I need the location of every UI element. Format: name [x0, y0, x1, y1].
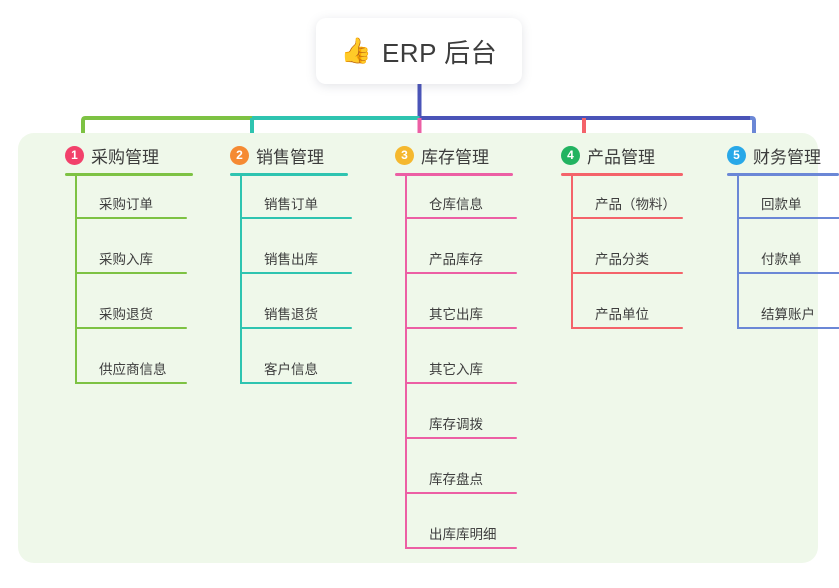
- branch-item[interactable]: 产品库存: [405, 244, 517, 274]
- branch-header-3[interactable]: 3 库存管理: [395, 143, 489, 168]
- branch-item[interactable]: 产品（物料）: [571, 189, 683, 219]
- branch-header-4[interactable]: 4 产品管理: [561, 143, 655, 168]
- branch-item-underline: [240, 272, 352, 274]
- branch-item-underline: [75, 272, 187, 274]
- branch-item-label: 采购退货: [99, 307, 153, 322]
- branch-title: 库存管理: [421, 148, 489, 167]
- branch-item-underline: [405, 492, 517, 494]
- branch-header-5[interactable]: 5 财务管理: [727, 143, 821, 168]
- branch-title: 销售管理: [256, 148, 324, 167]
- branch-item[interactable]: 回款单: [737, 189, 839, 219]
- branch-item[interactable]: 产品单位: [571, 299, 683, 329]
- branch-item[interactable]: 其它入库: [405, 354, 517, 384]
- branch-item-label: 出库库明细: [429, 527, 497, 542]
- branch-item-underline: [405, 272, 517, 274]
- branch-item[interactable]: 其它出库: [405, 299, 517, 329]
- branch-item-label: 仓库信息: [429, 197, 483, 212]
- branch-underline: [230, 173, 348, 176]
- branch-item-underline: [75, 217, 187, 219]
- branch-item-underline: [737, 327, 839, 329]
- branch-number-badge: 1: [65, 146, 84, 165]
- branch-item[interactable]: 采购入库: [75, 244, 187, 274]
- branch-item[interactable]: 供应商信息: [75, 354, 187, 384]
- branch-item-label: 产品（物料）: [595, 197, 676, 212]
- branch-item-underline: [571, 327, 683, 329]
- branch-underline: [561, 173, 683, 176]
- branch-item-underline: [240, 382, 352, 384]
- branch-item-underline: [737, 272, 839, 274]
- branch-item[interactable]: 客户信息: [240, 354, 352, 384]
- branch-item[interactable]: 产品分类: [571, 244, 683, 274]
- branch-item-underline: [240, 217, 352, 219]
- branch-underline: [395, 173, 513, 176]
- branch-item-label: 库存盘点: [429, 472, 483, 487]
- root-node[interactable]: 👍 ERP 后台: [316, 18, 522, 84]
- branch-title: 采购管理: [91, 148, 159, 167]
- branch-item-label: 结算账户: [761, 307, 815, 322]
- branch-panel: [18, 133, 818, 563]
- branch-number-badge: 4: [561, 146, 580, 165]
- branch-header-1[interactable]: 1 采购管理: [65, 143, 159, 168]
- branch-spine: [571, 175, 573, 329]
- branch-number-badge: 3: [395, 146, 414, 165]
- branch-item-underline: [571, 272, 683, 274]
- branch-item[interactable]: 销售订单: [240, 189, 352, 219]
- branch-item[interactable]: 仓库信息: [405, 189, 517, 219]
- thumbs-up-icon: 👍: [340, 36, 372, 65]
- branch-item-underline: [75, 382, 187, 384]
- branch-underline: [727, 173, 839, 176]
- branch-item[interactable]: 结算账户: [737, 299, 839, 329]
- branch-item-underline: [405, 437, 517, 439]
- branch-item-label: 其它入库: [429, 362, 483, 377]
- branch-item[interactable]: 付款单: [737, 244, 839, 274]
- branch-item-label: 销售订单: [264, 197, 318, 212]
- branch-item-underline: [571, 217, 683, 219]
- branch-item-label: 销售出库: [264, 252, 318, 267]
- branch-number-badge: 5: [727, 146, 746, 165]
- branch-item-label: 付款单: [761, 252, 802, 267]
- branch-item-underline: [240, 327, 352, 329]
- branch-item-label: 供应商信息: [99, 362, 167, 377]
- branch-spine: [75, 175, 77, 384]
- branch-item-label: 产品分类: [595, 252, 649, 267]
- branch-spine: [240, 175, 242, 384]
- branch-item-label: 采购入库: [99, 252, 153, 267]
- branch-item-underline: [75, 327, 187, 329]
- branch-title: 产品管理: [587, 148, 655, 167]
- branch-item-underline: [737, 217, 839, 219]
- root-title: ERP 后台: [381, 37, 498, 68]
- branch-item-label: 销售退货: [264, 307, 318, 322]
- branch-item-label: 产品库存: [429, 252, 483, 267]
- branch-item[interactable]: 采购退货: [75, 299, 187, 329]
- branch-item[interactable]: 销售出库: [240, 244, 352, 274]
- branch-item[interactable]: 库存调拨: [405, 409, 517, 439]
- branch-spine: [405, 175, 407, 549]
- branch-item-underline: [405, 382, 517, 384]
- branch-item-underline: [405, 327, 517, 329]
- branch-item[interactable]: 出库库明细: [405, 519, 517, 549]
- branch-item-underline: [405, 547, 517, 549]
- branch-spine: [737, 175, 739, 329]
- branch-underline: [65, 173, 193, 176]
- branch-item-label: 其它出库: [429, 307, 483, 322]
- branch-item-label: 回款单: [761, 197, 802, 212]
- branch-item-label: 产品单位: [595, 307, 649, 322]
- branch-number-badge: 2: [230, 146, 249, 165]
- branch-item-label: 采购订单: [99, 197, 153, 212]
- branch-item[interactable]: 采购订单: [75, 189, 187, 219]
- branch-item-label: 客户信息: [264, 362, 318, 377]
- branch-header-2[interactable]: 2 销售管理: [230, 143, 324, 168]
- branch-item-label: 库存调拨: [429, 417, 483, 432]
- branch-item-underline: [405, 217, 517, 219]
- branch-item[interactable]: 销售退货: [240, 299, 352, 329]
- branch-title: 财务管理: [753, 148, 821, 167]
- branch-columns: 1 采购管理采购订单采购入库采购退货供应商信息 2 销售管理销售订单销售出库销售退货客…: [18, 133, 839, 563]
- branch-item[interactable]: 库存盘点: [405, 464, 517, 494]
